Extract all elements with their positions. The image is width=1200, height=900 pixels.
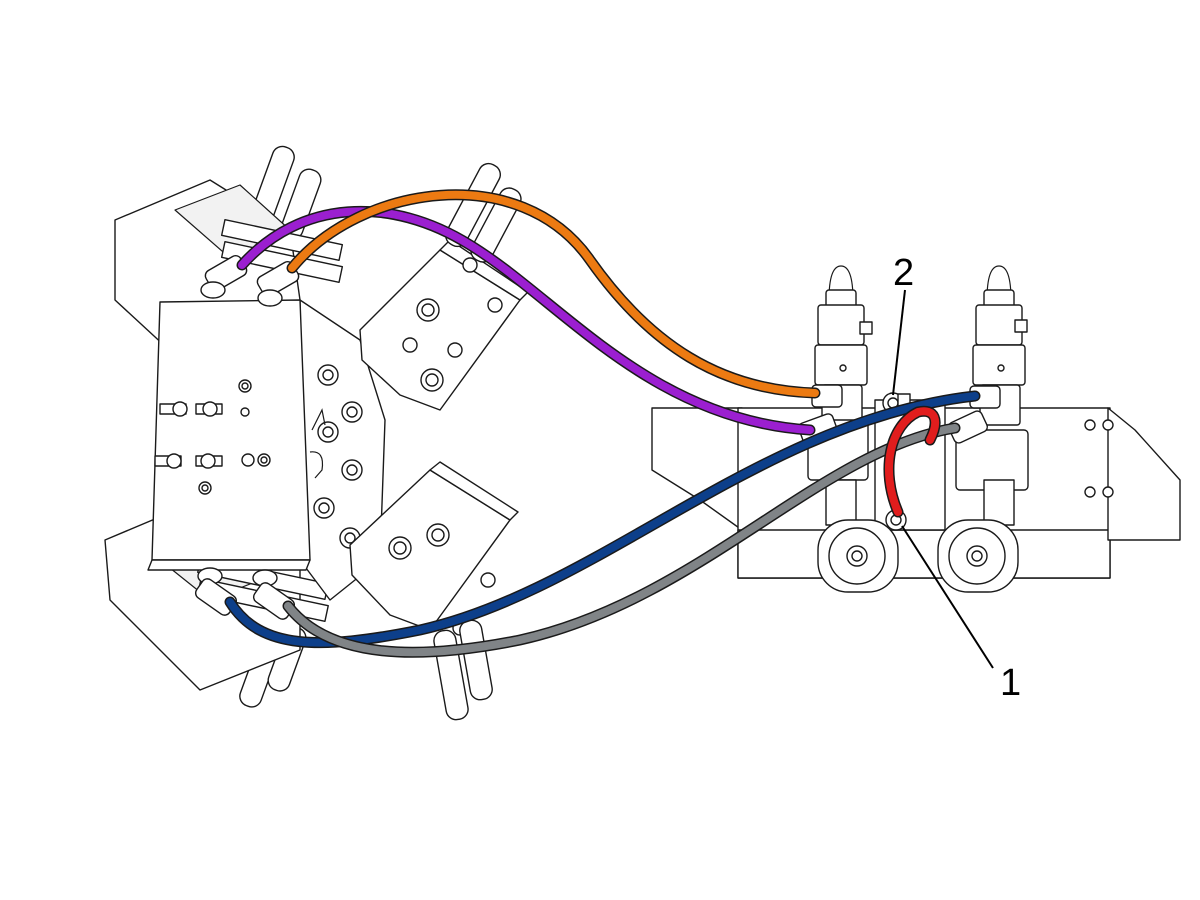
purple-hose — [238, 207, 814, 434]
callout-1-label: 1 — [1000, 662, 1021, 704]
grease-fitting-top-right — [195, 401, 223, 417]
grease-fitting-top-left — [159, 401, 188, 417]
blue-hose — [226, 392, 979, 647]
callout-2-label: 2 — [893, 252, 914, 294]
right-valve-assembly — [651, 265, 1181, 593]
wheel-left — [817, 519, 899, 593]
left-slide-assembly — [104, 145, 529, 721]
orange-hose — [288, 190, 819, 397]
hoses — [224, 189, 981, 658]
callout-1: 1 — [901, 525, 1021, 704]
grease-fitting-bottom-right — [195, 453, 223, 469]
wheel-right — [937, 519, 1019, 593]
red-hose — [884, 407, 940, 516]
fitting-purple-left — [200, 254, 248, 299]
gray-hose — [284, 424, 959, 657]
callout-2: 2 — [892, 252, 914, 396]
fitting-gray-right — [947, 410, 989, 444]
grease-fitting-bottom-left — [154, 453, 182, 469]
